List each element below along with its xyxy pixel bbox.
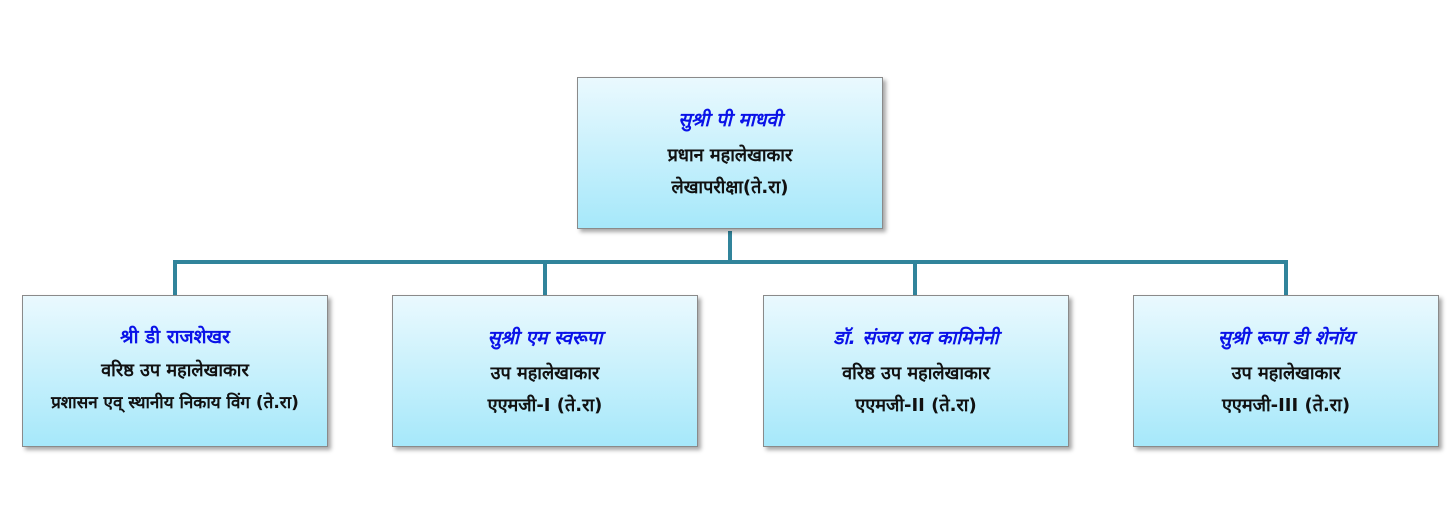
connector-child-2 [543, 260, 547, 296]
node-department: एएमजी-III (ते.रा) [1221, 395, 1351, 416]
node-title: वरिष्ठ उप महालेखाकार [101, 360, 249, 382]
node-name: डॉ. संजय राव कामिनेनी [833, 326, 999, 349]
node-department: प्रशासन एव् स्थानीय निकाय विंग (ते.रा) [51, 392, 299, 413]
org-node-child-2: सुश्री एम स्वरूपा उप महालेखाकार एएमजी-I … [392, 295, 698, 447]
connector-root-down [728, 231, 732, 264]
node-name: सुश्री एम स्वरूपा [487, 326, 603, 349]
org-node-child-4: सुश्री रूपा डी शेनॉय उप महालेखाकार एएमजी… [1133, 295, 1439, 447]
connector-child-3 [913, 260, 917, 296]
node-name: सुश्री रूपा डी शेनॉय [1217, 326, 1355, 349]
node-title: उप महालेखाकार [1231, 362, 1341, 384]
org-node-child-1: श्री डी राजशेखर वरिष्ठ उप महालेखाकार प्र… [22, 295, 328, 447]
connector-child-1 [173, 260, 177, 296]
node-department: एएमजी-I (ते.रा) [487, 395, 603, 416]
node-name: श्री डी राजशेखर [120, 326, 230, 349]
node-title: प्रधान महालेखाकार [667, 144, 793, 166]
node-department: एएमजी-II (ते.रा) [855, 395, 977, 416]
org-node-child-3: डॉ. संजय राव कामिनेनी वरिष्ठ उप महालेखाक… [763, 295, 1069, 447]
node-name: सुश्री पी माधवी [678, 108, 782, 131]
node-title: वरिष्ठ उप महालेखाकार [842, 362, 990, 384]
org-node-root: सुश्री पी माधवी प्रधान महालेखाकार लेखापर… [577, 77, 883, 229]
connector-child-4 [1284, 260, 1288, 296]
connector-horizontal [173, 260, 1288, 264]
node-department: लेखापरीक्षा(ते.रा) [671, 177, 789, 198]
node-title: उप महालेखाकार [490, 362, 600, 384]
